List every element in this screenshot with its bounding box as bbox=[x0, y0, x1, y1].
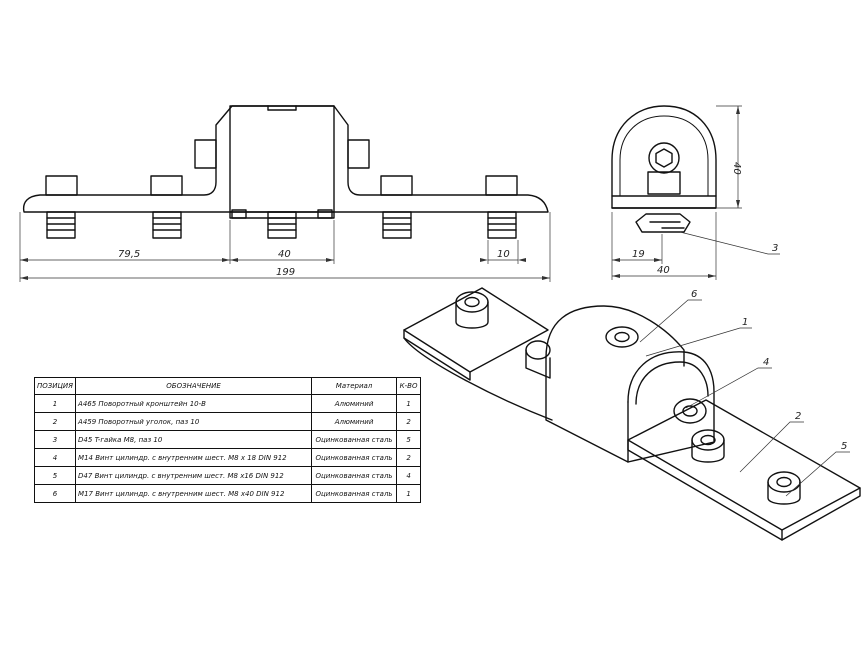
isometric-view bbox=[403, 287, 861, 541]
dim-side-height: 40 bbox=[731, 162, 742, 175]
header-material: Материал bbox=[311, 377, 398, 395]
cell-qty: 2 bbox=[396, 448, 422, 467]
cell-material: Оцинкованная сталь bbox=[311, 466, 398, 485]
table-header: ПОЗИЦИЯ ОБОЗНАЧЕНИЕ Материал К-ВО bbox=[33, 377, 422, 395]
cell-pos: 5 bbox=[33, 466, 77, 485]
iso-bolt-d bbox=[691, 429, 725, 463]
table-row: 2 A459 Поворотный уголок, паз 10 Алюмини… bbox=[33, 412, 422, 431]
table-row: 5 D47 Винт цилиндр. с внутренним шест. M… bbox=[33, 466, 422, 485]
dim-right: 10 bbox=[497, 249, 510, 260]
iso-bolt-b bbox=[605, 326, 639, 348]
t-nut-4 bbox=[382, 211, 412, 239]
cell-qty: 2 bbox=[396, 412, 422, 431]
cell-designation: M17 Винт цилиндр. с внутренним шест. M8 … bbox=[75, 484, 313, 503]
header-designation: ОБОЗНАЧЕНИЕ bbox=[75, 377, 313, 395]
cell-qty: 1 bbox=[396, 484, 422, 503]
t-nut-3 bbox=[267, 211, 297, 239]
table-row: 1 A465 Поворотный кронштейн 10-B Алюмини… bbox=[33, 394, 422, 413]
callout-3: 3 bbox=[772, 243, 778, 254]
cell-pos: 2 bbox=[33, 412, 77, 431]
front-view bbox=[22, 105, 549, 239]
cell-pos: 6 bbox=[33, 484, 77, 503]
table-row: 4 M14 Винт цилиндр. с внутренним шест. M… bbox=[33, 448, 422, 467]
cell-designation: A465 Поворотный кронштейн 10-B bbox=[75, 394, 313, 413]
iso-bolt-a bbox=[455, 291, 489, 329]
cell-material: Оцинкованная сталь bbox=[311, 484, 398, 503]
cell-designation: D45 T-гайка M8, паз 10 bbox=[75, 430, 313, 449]
table-row: 3 D45 T-гайка M8, паз 10 Оцинкованная ст… bbox=[33, 430, 422, 449]
cell-designation: A459 Поворотный уголок, паз 10 bbox=[75, 412, 313, 431]
cell-material: Оцинкованная сталь bbox=[311, 430, 398, 449]
dim-side-width: 40 bbox=[657, 265, 670, 276]
iso-bolt-e bbox=[767, 471, 801, 505]
t-nut-2 bbox=[152, 211, 182, 239]
callout-4: 4 bbox=[763, 357, 769, 368]
cell-pos: 4 bbox=[33, 448, 77, 467]
cell-pos: 1 bbox=[33, 394, 77, 413]
dim-mid: 40 bbox=[278, 249, 291, 260]
t-nut-5 bbox=[487, 211, 517, 239]
spec-table: ПОЗИЦИЯ ОБОЗНАЧЕНИЕ Материал К-ВО 1 A465… bbox=[33, 377, 422, 503]
callout-6: 6 bbox=[691, 289, 697, 300]
dim-side-inner: 19 bbox=[632, 249, 645, 260]
iso-bolt-c bbox=[673, 398, 707, 424]
cell-pos: 3 bbox=[33, 430, 77, 449]
callout-1: 1 bbox=[742, 317, 748, 328]
header-pos: ПОЗИЦИЯ bbox=[33, 377, 77, 395]
cell-material: Алюминий bbox=[311, 394, 398, 413]
dim-total: 199 bbox=[276, 267, 295, 278]
cell-qty: 4 bbox=[396, 466, 422, 485]
cell-qty: 5 bbox=[396, 430, 422, 449]
cell-qty: 1 bbox=[396, 394, 422, 413]
callout-2: 2 bbox=[795, 411, 801, 422]
header-qty: К-ВО bbox=[396, 377, 422, 395]
side-view bbox=[611, 105, 717, 233]
callout-5: 5 bbox=[841, 441, 847, 452]
table-row: 6 M17 Винт цилиндр. с внутренним шест. M… bbox=[33, 484, 422, 503]
cell-material: Алюминий bbox=[311, 412, 398, 431]
dim-left: 79,5 bbox=[118, 249, 140, 260]
cell-material: Оцинкованная сталь bbox=[311, 448, 398, 467]
cell-designation: M14 Винт цилиндр. с внутренним шест. M8 … bbox=[75, 448, 313, 467]
cell-designation: D47 Винт цилиндр. с внутренним шест. M8 … bbox=[75, 466, 313, 485]
t-nut-1 bbox=[46, 211, 76, 239]
